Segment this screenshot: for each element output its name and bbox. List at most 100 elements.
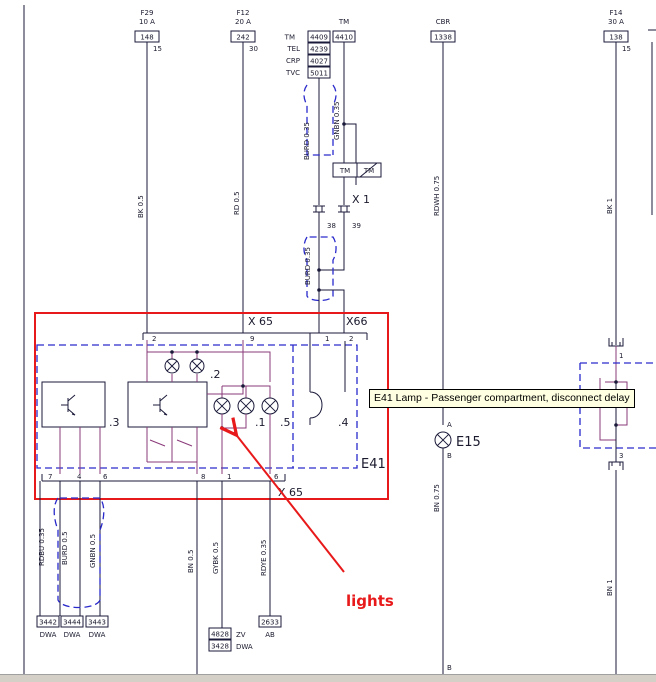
bottom-pin: B bbox=[447, 664, 452, 672]
connector-pin: 6 bbox=[274, 473, 279, 481]
fuse-name: F12 bbox=[237, 9, 250, 17]
fuse-f14[interactable]: F14 30 A 138 15 bbox=[603, 9, 631, 53]
wire-gnbn-tm[interactable] bbox=[343, 42, 357, 163]
connector-pin: 8 bbox=[201, 473, 205, 481]
lamp-icon bbox=[261, 397, 279, 415]
wire-label: BURD 0.5 bbox=[61, 531, 69, 565]
terminal-number: 3443 bbox=[88, 619, 106, 627]
fuse-name: F14 bbox=[610, 9, 623, 17]
wire-label: BK 1 bbox=[606, 198, 614, 214]
tm-row-label: TM bbox=[284, 34, 295, 42]
tm-terminal: 4410 bbox=[335, 34, 353, 42]
tm-terminal: 5011 bbox=[310, 70, 328, 78]
fuse-pin: 15 bbox=[153, 45, 162, 53]
connector-pin: 3 bbox=[619, 452, 623, 460]
tm-row-label: TVC bbox=[285, 69, 300, 77]
terminal-label: DWA bbox=[236, 643, 253, 651]
fuse-name: F29 bbox=[141, 9, 154, 17]
harness-sheath-top bbox=[303, 84, 333, 156]
component-tag: .1 bbox=[255, 416, 266, 429]
component-tag: .5 bbox=[280, 416, 291, 429]
connector-pin: 38 bbox=[327, 222, 336, 230]
fuse-rating: 30 A bbox=[608, 18, 624, 26]
wire-label: BN 0.75 bbox=[433, 484, 441, 512]
component-tag: .3 bbox=[109, 416, 120, 429]
terminal-label: ZV bbox=[236, 631, 246, 639]
tm-terminal-block[interactable]: TM TM 4409 4410 TEL 4239 CRP 4027 TVC 50… bbox=[284, 18, 356, 79]
wire-label: BN 1 bbox=[606, 579, 614, 596]
connector-pin: 1 bbox=[227, 473, 231, 481]
tm-terminal: 4239 bbox=[310, 46, 328, 54]
connector-pin: 1 bbox=[619, 352, 623, 360]
cbr-label: CBR bbox=[436, 18, 451, 26]
tm-terminal: 4409 bbox=[310, 34, 328, 42]
wire-label: BK 0.5 bbox=[137, 195, 145, 218]
fuse-terminal: 148 bbox=[140, 34, 153, 42]
tm-row-label: TEL bbox=[286, 45, 300, 53]
wire-label: BURD 0.35 bbox=[303, 122, 311, 160]
connector-pin: 6 bbox=[103, 473, 108, 481]
fuse-rating: 10 A bbox=[139, 18, 155, 26]
terminal-label: AB bbox=[265, 631, 275, 639]
fuse-terminal: 138 bbox=[609, 34, 622, 42]
terminal-number: 3444 bbox=[63, 619, 81, 627]
terminal-number: 3442 bbox=[39, 619, 57, 627]
window-bottom-edge bbox=[0, 674, 656, 682]
connector-pin: 7 bbox=[48, 473, 52, 481]
connector-label: X 65 bbox=[248, 315, 273, 328]
buzzer-icon bbox=[309, 341, 346, 425]
wire-label: RDBU 0.35 bbox=[38, 528, 46, 566]
connector-x65-bottom-body bbox=[41, 474, 286, 482]
wire-label: BN 0.5 bbox=[187, 550, 195, 573]
wire-label: BURD 0.35 bbox=[304, 247, 312, 285]
tm-row-label: CRP bbox=[286, 57, 300, 65]
fuse-rating: 20 A bbox=[235, 18, 251, 26]
lamp-icon bbox=[237, 397, 255, 415]
tooltip: E41 Lamp - Passenger compartment, discon… bbox=[369, 389, 635, 408]
lamp-name: E15 bbox=[456, 435, 481, 450]
connector-pin: 4 bbox=[77, 473, 82, 481]
connector-label: X66 bbox=[346, 315, 368, 328]
fuse-f12[interactable]: F12 20 A 242 30 bbox=[230, 9, 258, 53]
terminal-number: 4828 bbox=[211, 631, 229, 639]
relay-label: TM bbox=[363, 167, 374, 175]
wire-label: RD 0.5 bbox=[233, 191, 241, 215]
lamp-pin: A bbox=[447, 421, 452, 429]
connector-x65-top-body bbox=[142, 332, 368, 340]
module-e41[interactable]: 2 9 1 2 X 65 X66 E41 .3 .2 bbox=[36, 315, 386, 499]
fuse-pin: 15 bbox=[622, 45, 631, 53]
wire-label: GNBN 0.35 bbox=[333, 101, 341, 140]
connector-label: X 1 bbox=[352, 193, 370, 206]
fuse-f29[interactable]: F29 10 A 148 15 bbox=[134, 9, 162, 53]
bottom-terminals[interactable]: 3442 DWA 3444 DWA 3443 DWA 4828 ZV 3428 … bbox=[36, 615, 282, 652]
cbr-number: 1338 bbox=[434, 34, 452, 42]
tm-terminal: 4027 bbox=[310, 58, 328, 66]
component-tag: .4 bbox=[338, 416, 349, 429]
fuse-terminal: 242 bbox=[236, 34, 249, 42]
connector-x1[interactable]: X 1 38 39 bbox=[313, 193, 370, 230]
relay-label: TM bbox=[339, 167, 350, 175]
harness-sheath-mid bbox=[303, 236, 337, 302]
terminal-label: DWA bbox=[89, 631, 106, 639]
component-name: E41 bbox=[361, 457, 386, 472]
cbr-terminal[interactable]: CBR 1338 bbox=[430, 18, 456, 43]
lamp-e15[interactable]: A E15 B bbox=[434, 421, 481, 460]
lamp-pin: B bbox=[447, 452, 452, 460]
fuse-pin: 30 bbox=[249, 45, 258, 53]
terminal-label: DWA bbox=[40, 631, 57, 639]
wire-label: RDYE 0.35 bbox=[260, 540, 268, 576]
annotation-label: lights bbox=[346, 592, 394, 610]
wire-label: GYBK 0.5 bbox=[212, 542, 220, 574]
lamp-icon bbox=[164, 358, 180, 374]
annotation-arrow bbox=[234, 432, 345, 573]
connector-pin: 2 bbox=[349, 335, 353, 343]
tm-header: TM bbox=[338, 18, 349, 26]
terminal-number: 2633 bbox=[261, 619, 279, 627]
lamp-icon bbox=[189, 358, 205, 374]
wire-bundle-dwa[interactable] bbox=[39, 481, 101, 616]
e41-outline bbox=[36, 344, 358, 469]
connector-pin: 2 bbox=[152, 335, 156, 343]
component-tag: .2 bbox=[210, 368, 221, 381]
relay-tm[interactable]: TM TM bbox=[332, 162, 382, 178]
